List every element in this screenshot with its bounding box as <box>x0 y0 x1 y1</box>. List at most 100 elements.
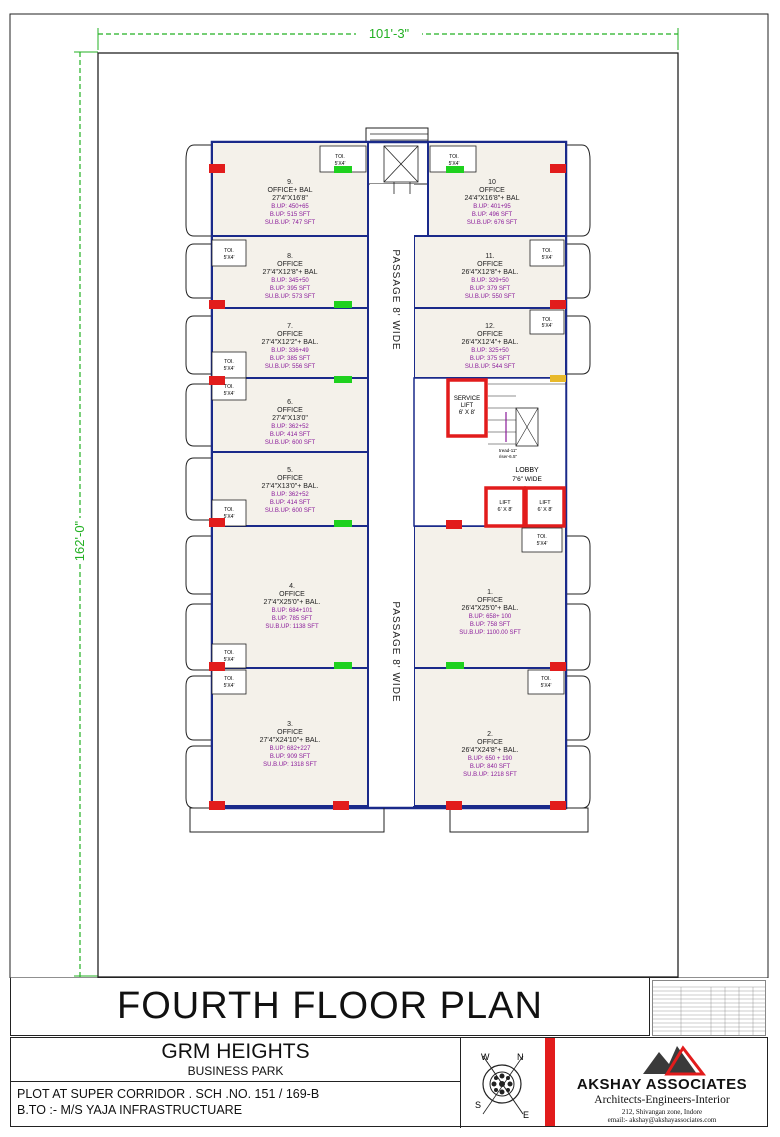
title-block-red-bar <box>545 1038 555 1126</box>
office-super-bup: SU.B.UP: 747 SFT <box>265 220 316 226</box>
stair-tread: tread-11" <box>499 448 517 453</box>
firm-box: AKSHAY ASSOCIATES Architects-Engineers-I… <box>557 1038 767 1126</box>
office-type: OFFICE+ BAL <box>268 187 313 194</box>
office-super-bup: SU.B.UP: 600 SFT <box>265 508 316 514</box>
office-bup-total: B.UP: 385 SFT <box>270 356 311 362</box>
office-type: OFFICE <box>477 739 503 746</box>
toilet-label: TOI. <box>542 248 552 254</box>
office-number: 12. <box>485 323 495 330</box>
toilet-label: TOI. <box>542 317 552 323</box>
office-walls <box>211 141 567 807</box>
width-label: 101'-3" <box>369 26 410 41</box>
office-type: OFFICE <box>477 261 503 268</box>
toilet-label: TOI. <box>224 650 234 656</box>
office-number: 1. <box>487 589 493 596</box>
office-bup: B.UP: 336+49 <box>271 348 309 354</box>
toilet-size: 5'X4' <box>224 657 235 663</box>
column-yellow <box>550 375 566 382</box>
office-bup: B.UP: 658+ 100 <box>469 614 512 620</box>
toilet-size: 5'X4' <box>224 391 235 397</box>
title-block: GRM HEIGHTS BUSINESS PARK PLOT AT SUPER … <box>10 1037 768 1128</box>
service-lift-size: 6' X 8' <box>459 410 475 416</box>
plot-line: PLOT AT SUPER CORRIDOR . SCH .NO. 151 / … <box>17 1087 320 1101</box>
width-dimension: 101'-3" <box>97 26 679 50</box>
office-bup-total: B.UP: 496 SFT <box>472 212 513 218</box>
office-bup: B.UP: 329+50 <box>471 278 509 284</box>
drawing-title: FOURTH FLOOR PLAN <box>117 985 543 1027</box>
toilet-label: TOI. <box>224 507 234 513</box>
office-super-bup: SU.B.UP: 556 SFT <box>265 364 316 370</box>
length-dimension: 162'-0" <box>72 51 98 978</box>
passage <box>370 184 414 806</box>
office-bup: B.UP: 650 + 190 <box>468 756 513 762</box>
toilet-size: 5'X4' <box>224 366 235 372</box>
project-name: GRM HEIGHTS <box>161 1040 310 1063</box>
toilet-label: TOI. <box>449 154 459 160</box>
toilet-size: 5'X4' <box>537 541 548 547</box>
firm-email: email:- akshay@akshayassociates.com <box>607 1116 717 1124</box>
compass-box: W N E S <box>461 1038 543 1126</box>
toilet-size: 5'X4' <box>335 161 346 167</box>
office-super-bup: SU.B.UP: 544 SFT <box>465 364 516 370</box>
project-name-box: GRM HEIGHTS BUSINESS PARK <box>11 1038 461 1082</box>
office-bup-total: B.UP: 414 SFT <box>270 432 311 438</box>
office-bup-total: B.UP: 840 SFT <box>470 764 511 770</box>
length-label: 162'-0" <box>72 520 87 561</box>
passage-upper-label: PASSAGE 8' WIDE <box>390 249 401 350</box>
service-lift-label: SERVICE <box>454 396 480 402</box>
office-bup-total: B.UP: 395 SFT <box>270 286 311 292</box>
drawing-title-strip: FOURTH FLOOR PLAN <box>10 978 650 1036</box>
office-super-bup: SU.B.UP: 676 SFT <box>467 220 518 226</box>
office-number: 9. <box>287 179 293 186</box>
office-super-bup: SU.B.UP: 600 SFT <box>265 440 316 446</box>
office-bup: B.UP: 401+95 <box>473 204 511 210</box>
lift-1-label: LIFT <box>499 500 511 506</box>
lift-2-size: 6' X 8' <box>538 507 553 513</box>
office-size: 27'4"X25'0"+ BAL. <box>264 599 321 606</box>
toilet-size: 5'X4' <box>224 255 235 261</box>
lift-1-size: 6' X 8' <box>498 507 513 513</box>
office-bup-total: B.UP: 909 SFT <box>270 754 311 760</box>
office-number: 11. <box>485 253 494 260</box>
office-bup: B.UP: 684+101 <box>272 608 314 614</box>
office-super-bup: SU.B.UP: 1218 SFT <box>463 772 517 778</box>
office-size: 27'4"X12'2"+ BAL. <box>262 339 319 346</box>
office-type: OFFICE <box>277 475 303 482</box>
office-size: 27'4"X13'0" <box>272 415 308 422</box>
doors <box>334 166 464 669</box>
office-super-bup: SU.B.UP: 1138 SFT <box>265 624 319 630</box>
office-bup: B.UP: 682+227 <box>270 746 312 752</box>
office-number: 2. <box>487 731 493 738</box>
toilet-labels: TOI. 5'X4' TOI. 5'X4' TOI. 5'X4' TOI. 5'… <box>224 154 553 689</box>
stair-riser: riser-6.5" <box>499 454 518 459</box>
office-size: 26'4"X25'0"+ BAL. <box>462 605 519 612</box>
office-bup: B.UP: 325+50 <box>471 348 509 354</box>
lobby-label: LOBBY <box>515 467 539 474</box>
office-number: 7. <box>287 323 293 330</box>
office-size: 26'4"X12'4"+ BAL. <box>462 339 519 346</box>
office-size: 26'4"X24'8"+ BAL. <box>462 747 519 754</box>
compass-s: S <box>475 1100 481 1110</box>
office-type: OFFICE <box>279 591 305 598</box>
toilet-label: TOI. <box>224 676 234 682</box>
office-size: 27'4"X13'0"+ BAL. <box>262 483 319 490</box>
toilet-size: 5'X4' <box>542 323 553 329</box>
office-super-bup: SU.B.UP: 1100.00 SFT <box>459 630 521 636</box>
area-schedule-table <box>652 980 766 1036</box>
office-size: 27'4"X16'8" <box>272 195 308 202</box>
office-number: 6. <box>287 399 293 406</box>
compass-w: W <box>481 1052 490 1062</box>
floor-plan-drawing: 101'-3" 162'-0" <box>9 13 769 978</box>
plot-details: PLOT AT SUPER CORRIDOR . SCH .NO. 151 / … <box>11 1082 461 1128</box>
lift-2-label: LIFT <box>539 500 551 506</box>
compass-icon: W N E S <box>475 1052 529 1120</box>
office-super-bup: SU.B.UP: 1318 SFT <box>263 762 317 768</box>
firm-name: AKSHAY ASSOCIATES <box>576 1076 748 1093</box>
office-type: OFFICE <box>477 597 503 604</box>
toilet-size: 5'X4' <box>224 683 235 689</box>
service-lift-label-2: LIFT <box>461 403 474 409</box>
toilet-label: TOI. <box>224 384 234 390</box>
sheet-border <box>9 13 769 978</box>
office-bup: B.UP: 362+52 <box>271 424 309 430</box>
